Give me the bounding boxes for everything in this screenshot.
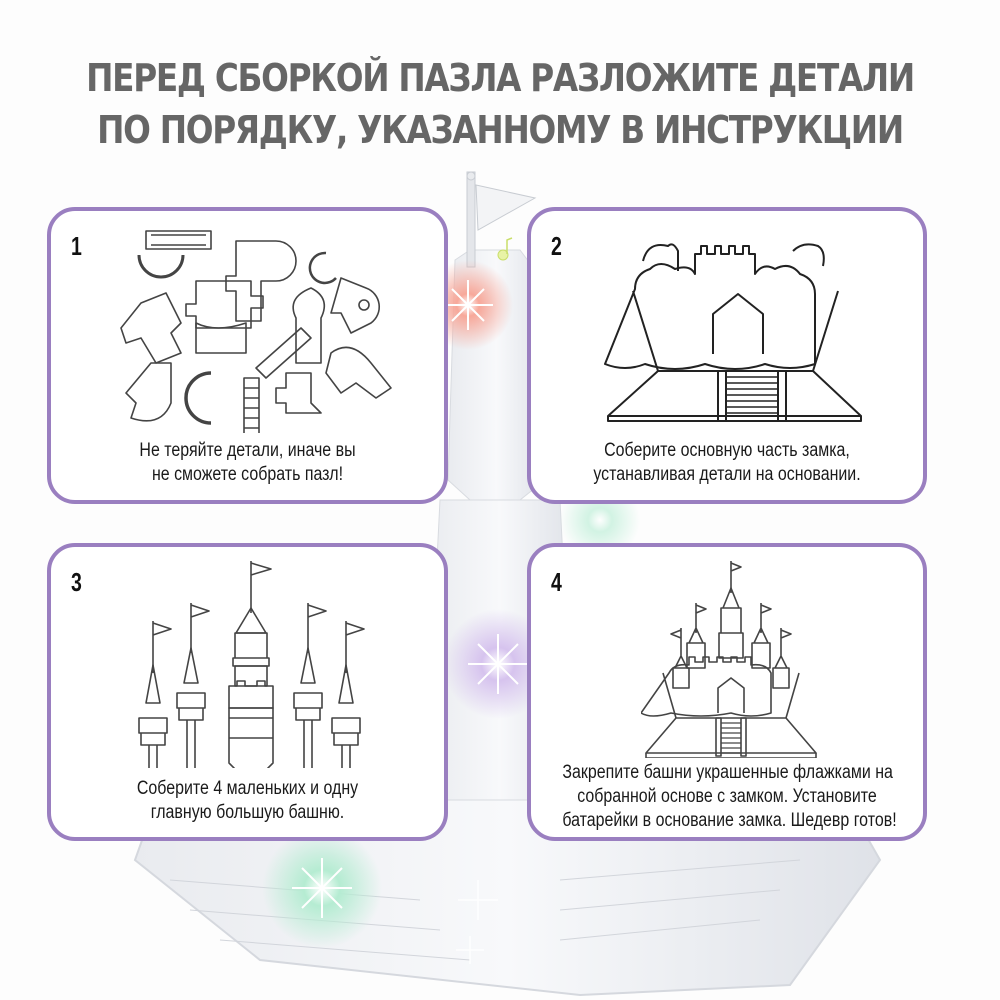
step-number: 4 <box>551 567 562 597</box>
step-caption: Не теряйте детали, иначе вы не сможете с… <box>139 440 356 485</box>
step-card-2: 2 Соберите основную часть замка, устанав… <box>527 207 927 504</box>
title-line-2: ПО ПОРЯДКУ, УКАЗАННОМУ В ИНСТРУКЦИИ <box>97 108 904 152</box>
page-title: ПЕРЕД СБОРКОЙ ПАЗЛА РАЗЛОЖИТЕ ДЕТАЛИ ПО … <box>70 52 930 156</box>
title-line-1: ПЕРЕД СБОРКОЙ ПАЗЛА РАЗЛОЖИТЕ ДЕТАЛИ <box>86 56 915 100</box>
castle-base-icon <box>604 243 862 422</box>
step-caption: Соберите 4 маленьких и одну главную боль… <box>136 778 359 823</box>
step-number: 3 <box>71 567 82 597</box>
puzzle-pieces-icon <box>120 230 392 433</box>
step-caption: Закрепите башни украшенные флажками на с… <box>562 762 897 831</box>
step-number: 1 <box>71 231 82 261</box>
step-card-1: 1 Не теряйте детали, иначе вы не сможете… <box>47 207 448 504</box>
finished-castle-icon <box>641 561 817 758</box>
step-number: 2 <box>551 231 562 261</box>
step-card-4: 4 Закрепите башни украшенные флажками на… <box>527 543 927 841</box>
step-caption: Соберите основную часть замка, устанавли… <box>593 440 861 485</box>
towers-icon <box>138 561 365 768</box>
step-card-3: 3 <box>47 543 448 841</box>
